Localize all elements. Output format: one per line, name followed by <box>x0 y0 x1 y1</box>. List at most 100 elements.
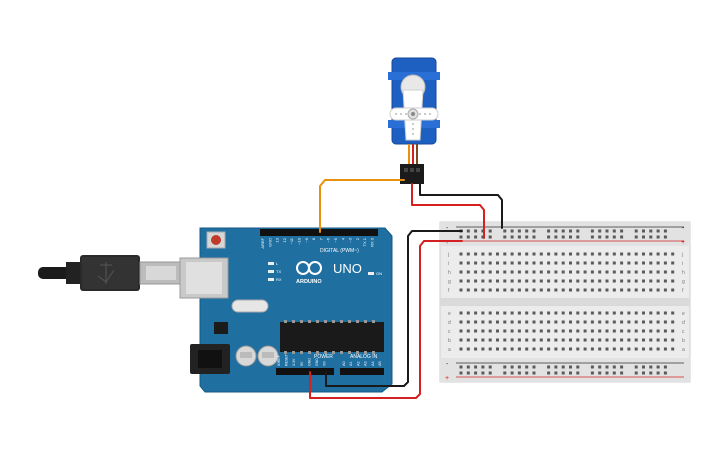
terminal-hole[interactable] <box>649 329 653 333</box>
terminal-hole[interactable] <box>671 252 675 256</box>
terminal-hole[interactable] <box>656 279 660 283</box>
terminal-hole[interactable] <box>488 252 492 256</box>
terminal-hole[interactable] <box>539 261 543 265</box>
rail-hole[interactable] <box>642 365 645 369</box>
terminal-hole[interactable] <box>510 252 514 256</box>
terminal-hole[interactable] <box>459 261 463 265</box>
terminal-hole[interactable] <box>634 311 638 315</box>
terminal-hole[interactable] <box>554 347 558 351</box>
terminal-hole[interactable] <box>671 279 675 283</box>
terminal-hole[interactable] <box>656 347 660 351</box>
terminal-hole[interactable] <box>561 329 565 333</box>
rail-hole[interactable] <box>547 229 551 233</box>
terminal-hole[interactable] <box>503 320 507 324</box>
terminal-hole[interactable] <box>488 329 492 333</box>
rail-hole[interactable] <box>642 371 645 375</box>
terminal-hole[interactable] <box>554 261 558 265</box>
terminal-hole[interactable] <box>481 279 485 283</box>
rail-hole[interactable] <box>598 365 602 369</box>
rail-hole[interactable] <box>590 365 594 369</box>
rail-hole[interactable] <box>605 371 609 375</box>
rail-hole[interactable] <box>474 235 478 239</box>
rail-hole[interactable] <box>649 235 653 239</box>
terminal-hole[interactable] <box>481 338 485 342</box>
rail-hole[interactable] <box>510 235 514 239</box>
terminal-hole[interactable] <box>656 270 660 274</box>
terminal-hole[interactable] <box>474 252 478 256</box>
terminal-hole[interactable] <box>649 270 653 274</box>
terminal-hole[interactable] <box>496 320 499 324</box>
terminal-hole[interactable] <box>481 252 485 256</box>
terminal-hole[interactable] <box>525 252 529 256</box>
terminal-hole[interactable] <box>612 329 616 333</box>
rail-hole[interactable] <box>488 371 492 375</box>
terminal-hole[interactable] <box>510 311 514 315</box>
terminal-hole[interactable] <box>517 252 521 256</box>
terminal-hole[interactable] <box>481 329 485 333</box>
terminal-hole[interactable] <box>663 320 667 324</box>
terminal-hole[interactable] <box>598 329 602 333</box>
rail-hole[interactable] <box>612 365 616 369</box>
terminal-hole[interactable] <box>474 270 478 274</box>
terminal-hole[interactable] <box>496 279 499 283</box>
terminal-hole[interactable] <box>517 261 521 265</box>
rail-hole[interactable] <box>466 229 470 233</box>
rail-hole[interactable] <box>649 365 653 369</box>
analog-header[interactable] <box>340 368 384 375</box>
terminal-hole[interactable] <box>656 320 660 324</box>
terminal-hole[interactable] <box>627 320 631 324</box>
rail-hole[interactable] <box>488 235 492 239</box>
terminal-hole[interactable] <box>488 311 492 315</box>
rail-hole[interactable] <box>510 229 514 233</box>
terminal-hole[interactable] <box>612 288 616 292</box>
terminal-hole[interactable] <box>474 329 478 333</box>
rail-hole[interactable] <box>663 235 667 239</box>
terminal-hole[interactable] <box>466 252 470 256</box>
rail-hole[interactable] <box>481 229 485 233</box>
terminal-hole[interactable] <box>539 252 543 256</box>
terminal-hole[interactable] <box>656 329 660 333</box>
terminal-hole[interactable] <box>510 279 514 283</box>
terminal-hole[interactable] <box>590 270 594 274</box>
terminal-hole[interactable] <box>547 320 551 324</box>
terminal-hole[interactable] <box>583 338 587 342</box>
rail-hole[interactable] <box>634 371 638 375</box>
rail-hole[interactable] <box>612 229 616 233</box>
terminal-hole[interactable] <box>612 320 616 324</box>
rail-hole[interactable] <box>620 229 624 233</box>
rail-hole[interactable] <box>488 229 492 233</box>
rail-hole[interactable] <box>554 365 558 369</box>
terminal-hole[interactable] <box>605 270 609 274</box>
rail-hole[interactable] <box>663 365 667 369</box>
terminal-hole[interactable] <box>583 279 587 283</box>
terminal-hole[interactable] <box>605 279 609 283</box>
rail-hole[interactable] <box>649 229 653 233</box>
terminal-hole[interactable] <box>547 261 551 265</box>
terminal-hole[interactable] <box>539 338 543 342</box>
rail-hole[interactable] <box>481 235 485 239</box>
terminal-hole[interactable] <box>598 261 602 265</box>
terminal-hole[interactable] <box>569 270 572 274</box>
terminal-hole[interactable] <box>547 252 551 256</box>
rail-hole[interactable] <box>547 371 551 375</box>
terminal-hole[interactable] <box>642 338 645 342</box>
terminal-hole[interactable] <box>569 279 572 283</box>
terminal-hole[interactable] <box>510 338 514 342</box>
rail-hole[interactable] <box>605 365 609 369</box>
terminal-hole[interactable] <box>510 270 514 274</box>
terminal-hole[interactable] <box>532 338 536 342</box>
terminal-hole[interactable] <box>466 279 470 283</box>
rail-hole[interactable] <box>503 229 507 233</box>
terminal-hole[interactable] <box>466 347 470 351</box>
rail-hole[interactable] <box>561 371 565 375</box>
terminal-hole[interactable] <box>663 270 667 274</box>
terminal-hole[interactable] <box>474 338 478 342</box>
terminal-hole[interactable] <box>642 279 645 283</box>
rail-hole[interactable] <box>569 235 572 239</box>
rail-hole[interactable] <box>474 365 478 369</box>
terminal-hole[interactable] <box>605 329 609 333</box>
terminal-hole[interactable] <box>663 311 667 315</box>
terminal-hole[interactable] <box>598 252 602 256</box>
terminal-hole[interactable] <box>510 261 514 265</box>
